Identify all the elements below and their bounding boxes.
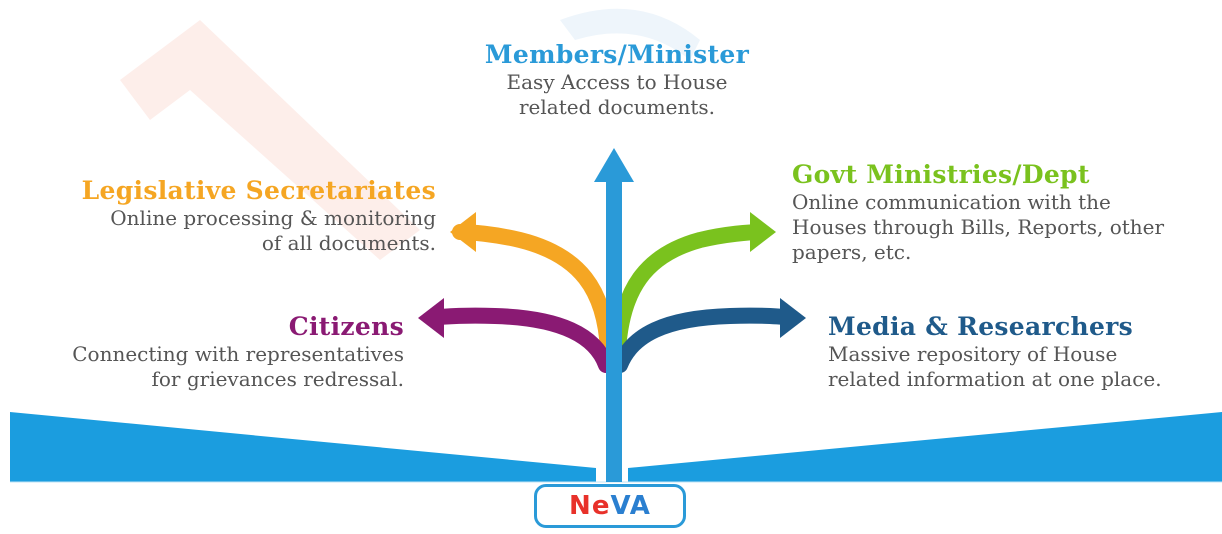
watermark-arc	[560, 8, 700, 60]
arrow-govt	[610, 212, 776, 358]
citizens-title: Citizens	[288, 312, 404, 341]
logo-letters-va: VA	[610, 491, 651, 521]
citizens-line-2: for grievances redressal.	[151, 367, 404, 391]
legislative-line-2: of all documents.	[261, 231, 436, 255]
members-line-1: Easy Access to House	[506, 70, 728, 94]
neva-logo: NeVA	[534, 484, 686, 528]
media-line-2: related information at one place.	[828, 367, 1162, 391]
watermark-stroke	[120, 20, 420, 260]
legislative-title: Legislative Secretariates	[81, 176, 436, 205]
watermark-logo	[120, 8, 700, 260]
neva-logo-text: NeVA	[569, 491, 651, 521]
members-block: Members/Minister Easy Access to House re…	[452, 40, 782, 120]
logo-letter-e: e	[591, 491, 611, 521]
govt-line-3: papers, etc.	[792, 240, 912, 264]
legislative-line-1: Online processing & monitoring	[110, 206, 436, 230]
media-line-1: Massive repository of House	[828, 342, 1118, 366]
govt-line-2: Houses through Bills, Reports, other	[792, 215, 1165, 239]
arrow-citizens	[418, 298, 614, 373]
arrow-legislative	[450, 212, 616, 358]
logo-letter-n: N	[569, 491, 592, 521]
citizens-line-1: Connecting with representatives	[72, 342, 404, 366]
govt-block: Govt Ministries/Dept Online communicatio…	[792, 160, 1212, 265]
arrow-members	[594, 148, 634, 482]
legislative-block: Legislative Secretariates Online process…	[30, 176, 436, 256]
media-title: Media & Researchers	[828, 312, 1134, 341]
base-band-right	[628, 412, 1222, 482]
govt-line-1: Online communication with the	[792, 190, 1111, 214]
govt-title: Govt Ministries/Dept	[792, 160, 1090, 189]
arrow-media	[612, 298, 806, 373]
members-title: Members/Minister	[484, 40, 750, 69]
members-line-2: related documents.	[518, 95, 715, 119]
base-band-left	[10, 412, 596, 482]
citizens-block: Citizens Connecting with representatives…	[20, 312, 404, 392]
media-block: Media & Researchers Massive repository o…	[828, 312, 1212, 392]
